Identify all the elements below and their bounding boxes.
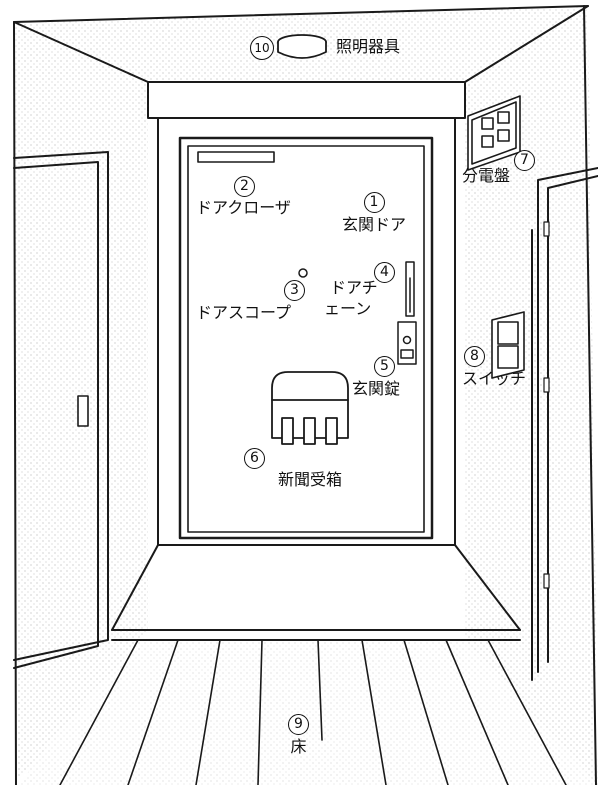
label-door-scope: 3 ドアスコープ [196, 280, 305, 322]
distribution-board-shape [467, 95, 521, 171]
right-side-door [531, 167, 598, 681]
mail-box-label: 新聞受箱 [278, 470, 343, 489]
door-frame [178, 136, 434, 540]
label-entrance-door: 1 玄関ドア [336, 192, 412, 234]
ceiling-light-shape [277, 34, 327, 59]
door-chain-shape [405, 261, 415, 317]
number-marker: 8 [464, 346, 485, 367]
door-scope-shape [298, 268, 308, 278]
number-marker: 7 [514, 150, 535, 171]
label-door-chain: 4 ドアチ ェーン [324, 262, 395, 318]
left-side-door [13, 151, 109, 669]
floor-label: 床 [290, 737, 307, 756]
number-marker: 6 [244, 448, 265, 469]
entrance-lock-shape [397, 321, 417, 365]
label-lighting: 10 照明器具 [250, 36, 400, 60]
entrance-door-label: 玄関ドア [341, 215, 406, 234]
label-distribution-board: 7 分電盤 [462, 150, 535, 185]
floor-shade [20, 640, 598, 785]
mail-box-shape [271, 371, 349, 445]
number-marker: 4 [374, 262, 395, 283]
entrance-step [111, 544, 521, 641]
switch-shape [491, 311, 525, 379]
floorboards [59, 639, 567, 785]
label-mail-box: 6 新聞受箱 [244, 448, 342, 489]
label-door-closer: 2 ドアクローザ [196, 176, 291, 217]
number-marker: 1 [363, 192, 385, 213]
door-chain-label-line2: ェーン [324, 299, 372, 318]
door-scope-label: ドアスコープ [196, 303, 292, 322]
door-chain-label-line1: ドアチ [330, 278, 378, 297]
lighting-label: 照明器具 [336, 37, 401, 56]
label-switch: 8 スイッチ [462, 346, 526, 388]
number-marker: 9 [288, 714, 309, 735]
switch-label: スイッチ [462, 369, 527, 388]
door-closer-label: ドアクローザ [196, 198, 291, 217]
number-marker: 2 [234, 176, 255, 197]
label-entrance-lock: 5 玄関錠 [352, 356, 400, 398]
entrance-lock-label: 玄関錠 [352, 379, 401, 398]
number-marker: 5 [374, 356, 395, 377]
distribution-board-label: 分電盤 [462, 166, 511, 185]
number-marker: 10 [250, 36, 274, 60]
door-closer-shape [197, 151, 275, 163]
number-marker: 3 [284, 280, 305, 301]
label-floor: 9 床 [288, 714, 309, 756]
room-outline [13, 5, 597, 785]
